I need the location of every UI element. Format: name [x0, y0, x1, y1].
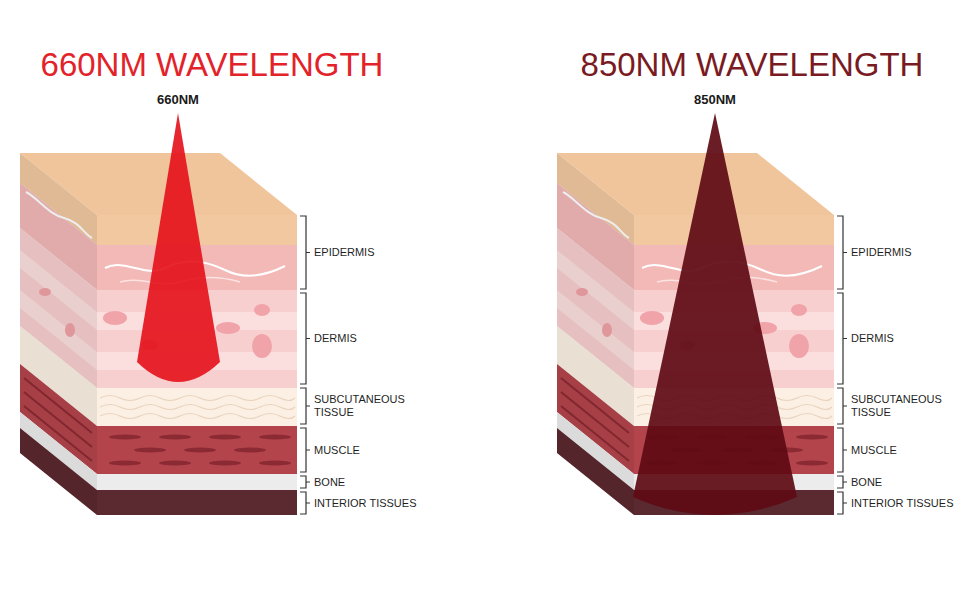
panel-title: 660NM WAVELENGTH — [41, 46, 384, 84]
layer-label: MUSCLE — [851, 444, 897, 457]
light-beam — [633, 113, 797, 515]
layer-label: BONE — [851, 476, 882, 489]
layer-brackets — [300, 216, 310, 514]
layer-label: DERMIS — [314, 332, 357, 345]
layer-label: BONE — [314, 476, 345, 489]
wavelength-label: 660NM — [157, 93, 199, 108]
layer-label: EPIDERMIS — [851, 246, 912, 259]
light-beam — [137, 113, 220, 382]
wavelength-label: 850NM — [694, 93, 736, 108]
layer-label: MUSCLE — [314, 444, 360, 457]
layer-label: SUBCUTANEOUS TISSUE — [314, 393, 414, 418]
layer-label: SUBCUTANEOUS TISSUE — [851, 393, 951, 418]
layer-label: INTERIOR TISSUES — [314, 497, 416, 510]
layer-label: INTERIOR TISSUES — [851, 497, 953, 510]
panel-title: 850NM WAVELENGTH — [581, 46, 924, 84]
layer-brackets — [837, 216, 847, 514]
layer-label: DERMIS — [851, 332, 894, 345]
layer-label: EPIDERMIS — [314, 246, 375, 259]
